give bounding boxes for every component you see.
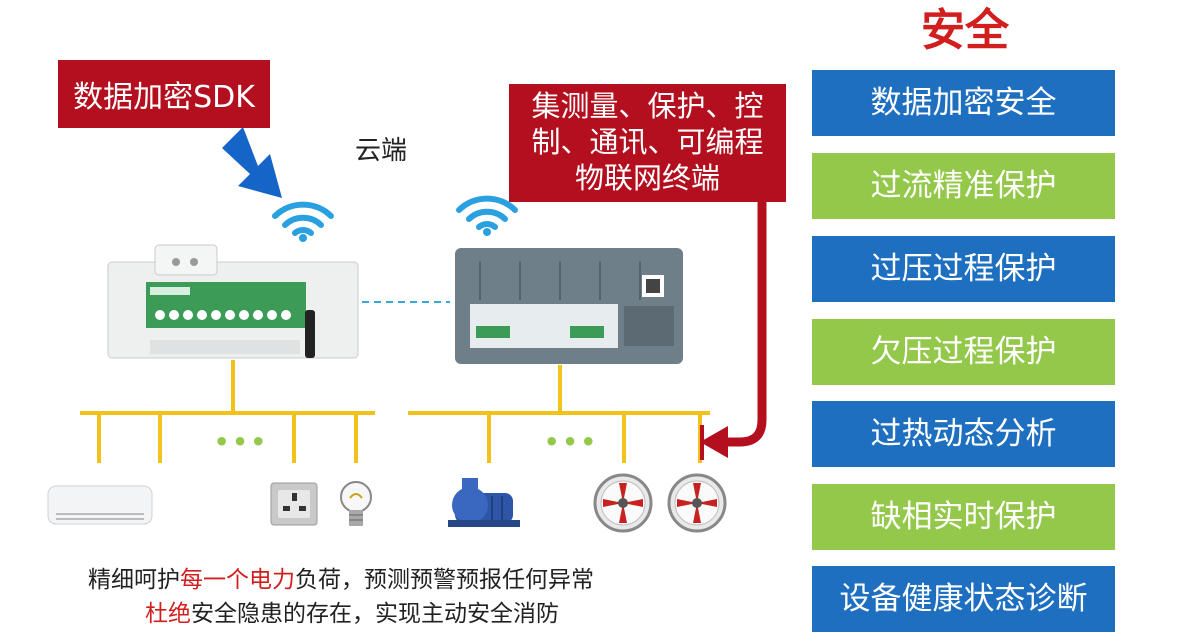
bus-left: [80, 360, 375, 463]
caption-line-1: 精细呵护每一个电力负荷，预测预警预报任何异常: [88, 560, 594, 594]
feature-undervoltage: 欠压过程保护: [812, 319, 1115, 385]
wall-socket-icon: [270, 482, 318, 526]
caption-2-highlight: 杜绝: [145, 601, 191, 627]
exhaust-fan-icon: [593, 473, 653, 533]
feature-data-encryption: 数据加密安全: [812, 70, 1115, 136]
breaker-module-device: [107, 244, 359, 359]
ellipsis-left: •••: [214, 428, 270, 456]
wifi-icon: [272, 201, 334, 242]
ellipsis-right: •••: [544, 428, 600, 456]
red-pointer-arrow: [700, 200, 767, 460]
feature-phase-loss: 缺相实时保护: [812, 484, 1115, 550]
arrow-icon: [222, 127, 282, 198]
iot-terminal-device: [455, 248, 683, 364]
water-pump-icon: [448, 478, 520, 527]
air-conditioner-icon: [47, 485, 153, 525]
terminal-line-1: 集测量、保护、控: [531, 89, 764, 123]
feature-overcurrent: 过流精准保护: [812, 153, 1115, 219]
caption-2-post: 安全隐患的存在，实现主动安全消防: [191, 601, 559, 627]
caption-line-2: 杜绝安全隐患的存在，实现主动安全消防: [145, 594, 559, 628]
caption-1-post: 负荷，预测预警预报任何异常: [295, 567, 594, 593]
terminal-callout: 集测量、保护、控 制、通讯、可编程 物联网终端: [509, 84, 786, 202]
wifi-icon: [456, 195, 518, 236]
caption-1-highlight: 每一个电力: [180, 567, 295, 593]
feature-overheat: 过热动态分析: [812, 401, 1115, 467]
sdk-callout: 数据加密SDK: [58, 60, 270, 128]
exhaust-fan-icon: [667, 473, 727, 533]
cloud-label: 云端: [355, 136, 408, 166]
feature-health-diagnosis: 设备健康状态诊断: [812, 566, 1115, 632]
terminal-line-3: 物联网终端: [574, 161, 720, 195]
page-title: 安全: [921, 5, 1009, 56]
light-bulb-icon: [340, 481, 372, 526]
terminal-line-2: 制、通讯、可编程: [531, 125, 764, 159]
feature-overvoltage: 过压过程保护: [812, 236, 1115, 302]
caption-1-pre: 精细呵护: [88, 567, 180, 593]
